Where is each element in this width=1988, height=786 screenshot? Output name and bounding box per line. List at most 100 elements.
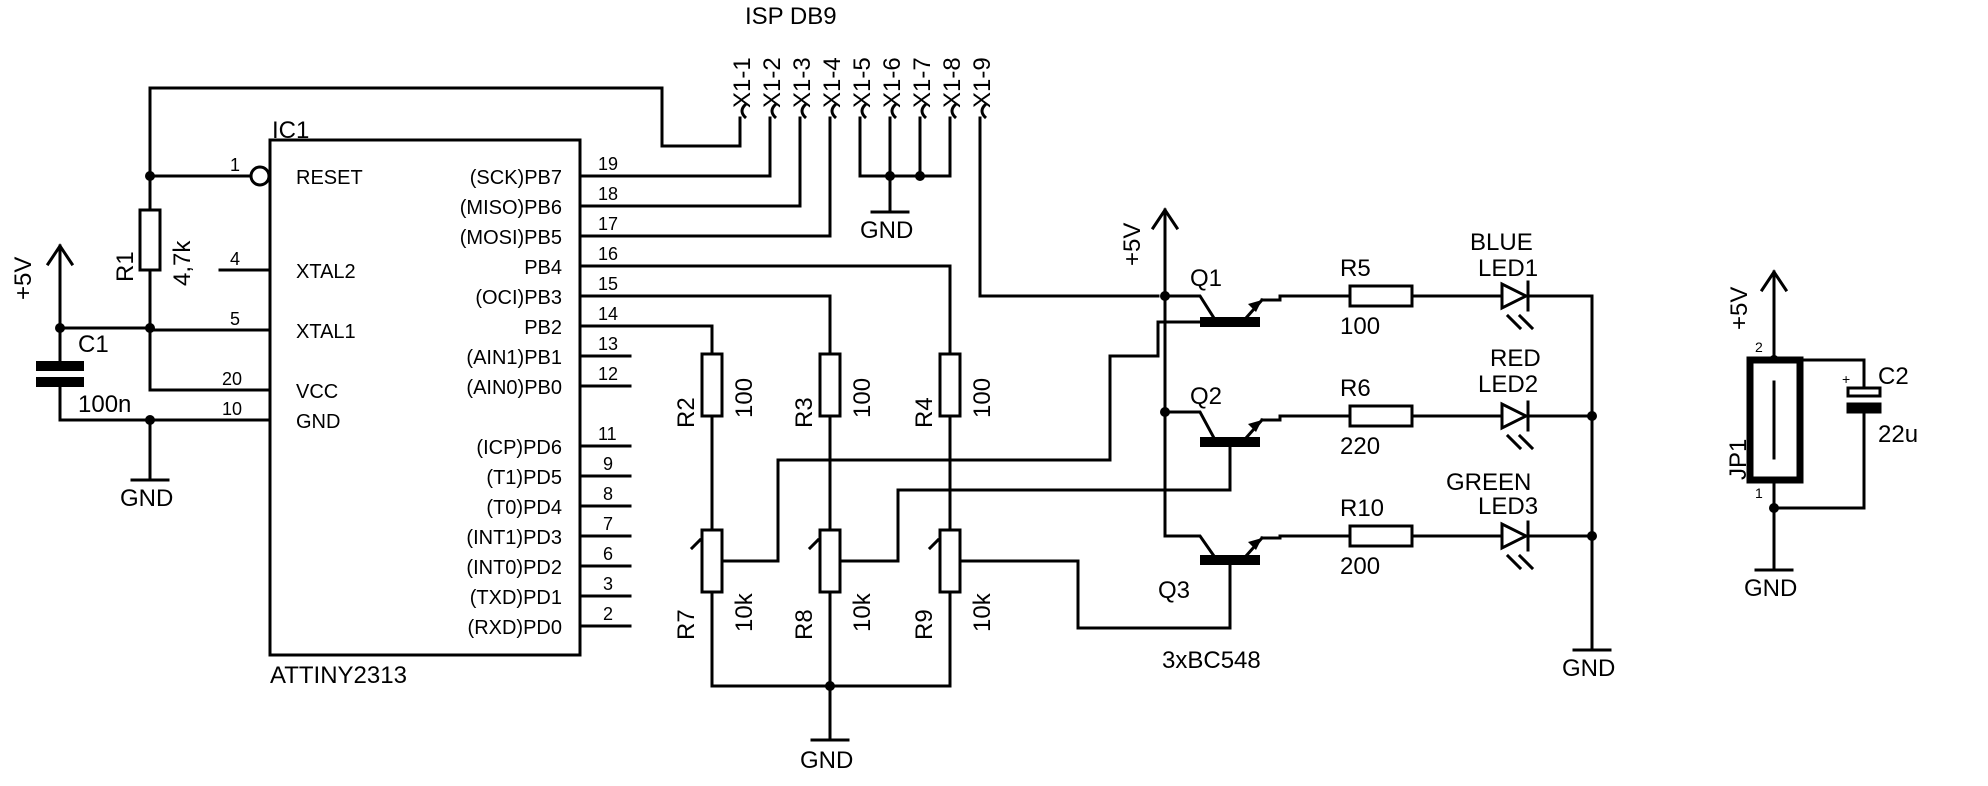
c2-plate-top bbox=[1846, 386, 1882, 398]
vcc-label-mid: +5V bbox=[1119, 223, 1146, 266]
ic1-pin-num-right: 9 bbox=[603, 454, 613, 474]
q1-emitter-arrow bbox=[1248, 300, 1262, 312]
connector-pin-label: X1-9 bbox=[969, 57, 996, 108]
wire-mosi bbox=[628, 116, 832, 238]
gnd-label-left: GND bbox=[120, 485, 173, 512]
r10-body bbox=[1348, 524, 1414, 548]
ic1-pin-name-right: (RXD)PD0 bbox=[468, 617, 562, 639]
r5-value: 100 bbox=[1340, 313, 1380, 340]
gnd-label-bottom: GND bbox=[800, 747, 853, 774]
c1-value: 100n bbox=[78, 391, 131, 418]
wire-pb3-r3 bbox=[628, 294, 832, 356]
ic1-group: IC1 ATTINY2313 1 4 5 20 10 RESET XTAL2 X… bbox=[218, 117, 632, 689]
r5-body bbox=[1348, 284, 1414, 308]
wire-reset-to-x1-1 bbox=[148, 86, 742, 148]
r6-body bbox=[1348, 404, 1414, 428]
ic1-pin-num-right: 11 bbox=[598, 424, 617, 444]
ic1-pin-name-right: (MOSI)PB5 bbox=[460, 227, 562, 249]
ic1-pin-name-right: (AIN0)PB0 bbox=[466, 377, 562, 399]
junction-dot bbox=[1587, 531, 1597, 541]
led1-emission-arrow bbox=[1505, 313, 1523, 331]
ic1-pin-name-right: PB4 bbox=[524, 257, 562, 279]
r1-body bbox=[138, 208, 162, 272]
ic1-pin-num-right: 19 bbox=[598, 154, 618, 174]
connector-pin-label: X1-2 bbox=[759, 57, 786, 108]
r7-value: 10k bbox=[731, 592, 758, 632]
r1-value: 4,7k bbox=[169, 240, 196, 286]
ic1-pin-name-left: VCC bbox=[296, 381, 338, 403]
led2-emission-arrow bbox=[1517, 433, 1535, 451]
transistor-group: +5V Q1 Q2 Q3 3xBC548 bbox=[1119, 207, 1265, 674]
led2-color: RED bbox=[1490, 345, 1541, 372]
ic1-pin-name-right: (INT1)PD3 bbox=[466, 527, 562, 549]
ic1-pin-name-right: (TXD)PD1 bbox=[470, 587, 562, 609]
ic1-pin-num-right: 13 bbox=[598, 334, 618, 354]
connector-pin-label: X1-6 bbox=[879, 57, 906, 108]
connector-pin-markers bbox=[740, 102, 988, 120]
ic1-pin-name-right: (SCK)PB7 bbox=[470, 167, 562, 189]
junction-dot bbox=[1587, 411, 1597, 421]
r4-value: 100 bbox=[969, 378, 996, 418]
connector-pin-label: X1-3 bbox=[789, 57, 816, 108]
r9-body bbox=[938, 528, 962, 594]
r7-trim-tick bbox=[689, 537, 703, 551]
wire-r7-q1-base bbox=[776, 354, 1160, 563]
ic1-ref: IC1 bbox=[272, 117, 309, 144]
ic1-pin-name-right: PB2 bbox=[524, 317, 562, 339]
ic1-pin-num-right: 3 bbox=[603, 574, 613, 594]
jp1-pin2-num: 2 bbox=[1755, 339, 1763, 355]
r3-body bbox=[818, 352, 842, 418]
wire-pb4-r4 bbox=[628, 264, 952, 356]
ic1-pin-num-right: 14 bbox=[598, 304, 618, 324]
r2-value: 100 bbox=[731, 378, 758, 418]
ic1-pin-num-right: 16 bbox=[598, 244, 618, 264]
ic1-pin-num-right: 6 bbox=[603, 544, 613, 564]
ic1-pin-num-left: 5 bbox=[230, 309, 240, 329]
r6-ref: R6 bbox=[1340, 375, 1371, 402]
connector-pin-label: X1-5 bbox=[849, 57, 876, 108]
isp-connector-group: ISP DB9 X1-1 X1-2 X1-3 X1-4 X1-5 X1-6 X1… bbox=[628, 3, 1160, 298]
ic1-pin-num-right: 15 bbox=[598, 274, 618, 294]
wire-r9-q3-base bbox=[1076, 559, 1232, 630]
ic1-pin-name-right: (T0)PD4 bbox=[486, 497, 562, 519]
transistor-type-label: 3xBC548 bbox=[1162, 647, 1261, 674]
wire-r8-q2-base bbox=[896, 470, 1232, 563]
jp1-ref: JP1 bbox=[1725, 439, 1752, 480]
led1-body bbox=[1500, 281, 1530, 311]
connector-pin-label: X1-1 bbox=[729, 57, 756, 108]
ic1-pin-num-left: 20 bbox=[222, 369, 242, 389]
ic1-part: ATTINY2313 bbox=[270, 662, 407, 689]
led1-color: BLUE bbox=[1470, 229, 1533, 256]
wire-q1-r5 bbox=[1260, 294, 1352, 302]
q1-ref: Q1 bbox=[1190, 265, 1222, 292]
connector-pin-label: X1-4 bbox=[819, 57, 846, 108]
connector-pin-labels: X1-1 X1-2 X1-3 X1-4 X1-5 X1-6 X1-7 X1-8 … bbox=[729, 57, 996, 108]
ic1-pin-num-right: 7 bbox=[603, 514, 613, 534]
r2-ref: R2 bbox=[673, 397, 700, 428]
jp1-pin1-num: 1 bbox=[1755, 485, 1763, 501]
gnd-label-right: GND bbox=[1744, 575, 1797, 602]
ic1-pin-num-left: 10 bbox=[222, 399, 242, 419]
ic1-pin-name-right: (OCI)PB3 bbox=[475, 287, 562, 309]
r9-trim-tick bbox=[927, 537, 941, 551]
r9-ref: R9 bbox=[911, 609, 938, 640]
wire-pb2-r2 bbox=[628, 324, 714, 356]
q2-emitter-arrow bbox=[1248, 420, 1262, 432]
r1-ref: R1 bbox=[112, 251, 139, 282]
c2-ref: C2 bbox=[1878, 363, 1909, 390]
connector-pin-label: X1-8 bbox=[939, 57, 966, 108]
r9-value: 10k bbox=[969, 592, 996, 632]
r8-value: 10k bbox=[849, 592, 876, 632]
c1-ref: C1 bbox=[78, 331, 109, 358]
wire-sck bbox=[628, 116, 772, 178]
q3-collector bbox=[1163, 534, 1217, 559]
gnd-label-leds: GND bbox=[1562, 655, 1615, 682]
q3-ref: Q3 bbox=[1158, 577, 1190, 604]
ic1-right-pin-stubs bbox=[578, 174, 632, 628]
r6-value: 220 bbox=[1340, 433, 1380, 460]
r7-body bbox=[700, 528, 724, 594]
ic1-pin-name-left: RESET bbox=[296, 167, 363, 189]
ic1-pin-num-right: 18 bbox=[598, 184, 618, 204]
resistor-network-group: R2 100 R3 100 R4 100 R7 10k R8 10k R9 10… bbox=[628, 264, 1232, 774]
r10-ref: R10 bbox=[1340, 495, 1384, 522]
